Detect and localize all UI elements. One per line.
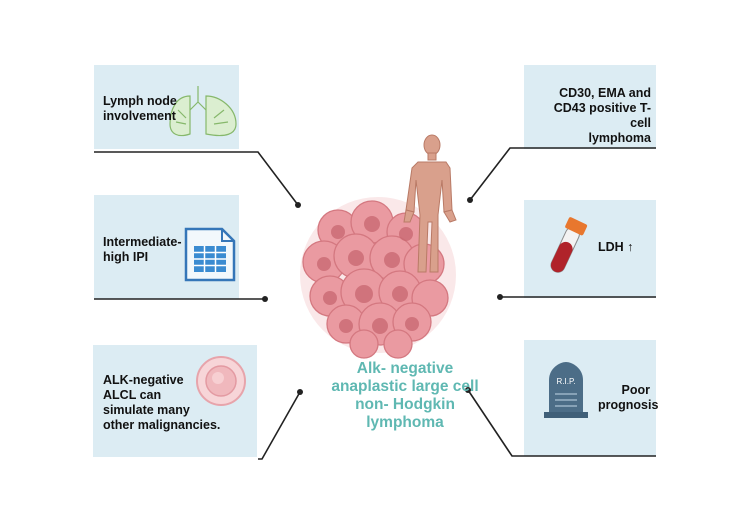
blood-tube-icon	[550, 217, 588, 273]
connector-dot-cd30	[467, 197, 473, 203]
lungs-icon	[169, 86, 237, 137]
connector-lymph	[94, 151, 299, 206]
box-prognosis	[524, 340, 656, 456]
center-title: Alk- negative anaplastic large cell non-…	[331, 360, 479, 431]
connector-cd30	[469, 147, 656, 201]
box-cd30	[524, 65, 656, 149]
connector-dot-ldh	[497, 294, 503, 300]
human-figure-icon	[403, 134, 457, 273]
connector-dot-alcl	[297, 389, 303, 395]
ldh-text: LDH ↑	[598, 240, 634, 254]
box-ldh	[524, 200, 656, 298]
tombstone-label: R.I.P.	[556, 377, 576, 386]
prognosis-text: Poor prognosis	[598, 383, 659, 412]
connector-prognosis	[467, 389, 656, 457]
cell-icon	[196, 356, 246, 406]
lymph-node-text: Lymph node involvement	[103, 94, 177, 123]
alcl-text: ALK-negative ALCL can simulate many othe…	[103, 373, 221, 432]
tombstone-icon	[544, 362, 588, 418]
spreadsheet-icon	[184, 227, 236, 282]
connector-dot-ipi	[262, 296, 268, 302]
connector-alcl	[258, 391, 301, 460]
cd30-text: CD30, EMA and CD43 positive T-cell lymph…	[553, 86, 651, 145]
ipi-text: Intermediate- high IPI	[103, 235, 182, 264]
tumor-cluster	[300, 197, 456, 359]
connector-dot-prognosis	[465, 387, 471, 393]
connector-dot-lymph	[295, 202, 301, 208]
